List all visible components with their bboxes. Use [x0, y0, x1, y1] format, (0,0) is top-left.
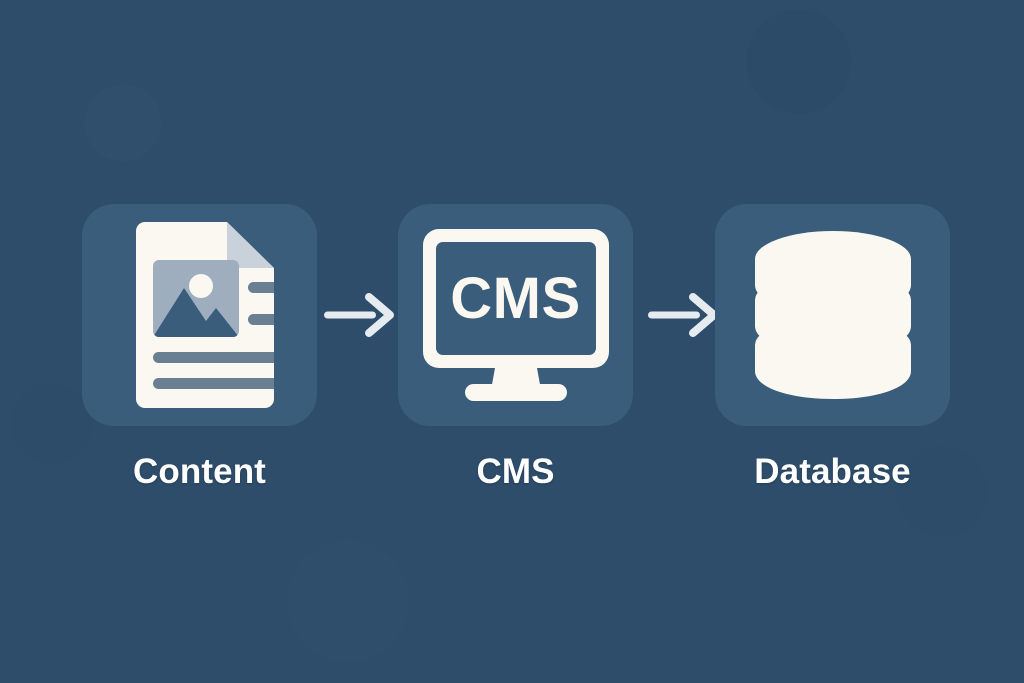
- arrow-right-icon: [324, 293, 394, 337]
- connector-cms-to-database: [648, 292, 720, 338]
- node-label-database: Database: [754, 452, 911, 491]
- flow-row: CMS: [0, 204, 1024, 426]
- node-label-cms: CMS: [476, 452, 555, 491]
- labels-row: Content CMS Database: [0, 446, 1024, 506]
- cms-icon-wrap: CMS: [398, 204, 633, 426]
- node-tile-database[interactable]: [715, 204, 950, 426]
- cms-screen-label: CMS: [450, 265, 581, 331]
- monitor-glyph: [422, 229, 609, 401]
- arrow-right-icon: [648, 293, 718, 337]
- node-tile-content[interactable]: [82, 204, 317, 426]
- node-tile-cms[interactable]: CMS: [398, 204, 633, 426]
- monitor-screen-area: CMS: [432, 239, 600, 357]
- document-image-icon: [135, 222, 274, 408]
- database-icon-wrap: [715, 204, 950, 426]
- connector-content-to-cms: [324, 292, 396, 338]
- monitor-icon: CMS: [421, 229, 611, 401]
- database-cylinder-icon: [754, 231, 911, 399]
- node-label-content: Content: [133, 452, 266, 491]
- content-icon-wrap: [82, 204, 317, 426]
